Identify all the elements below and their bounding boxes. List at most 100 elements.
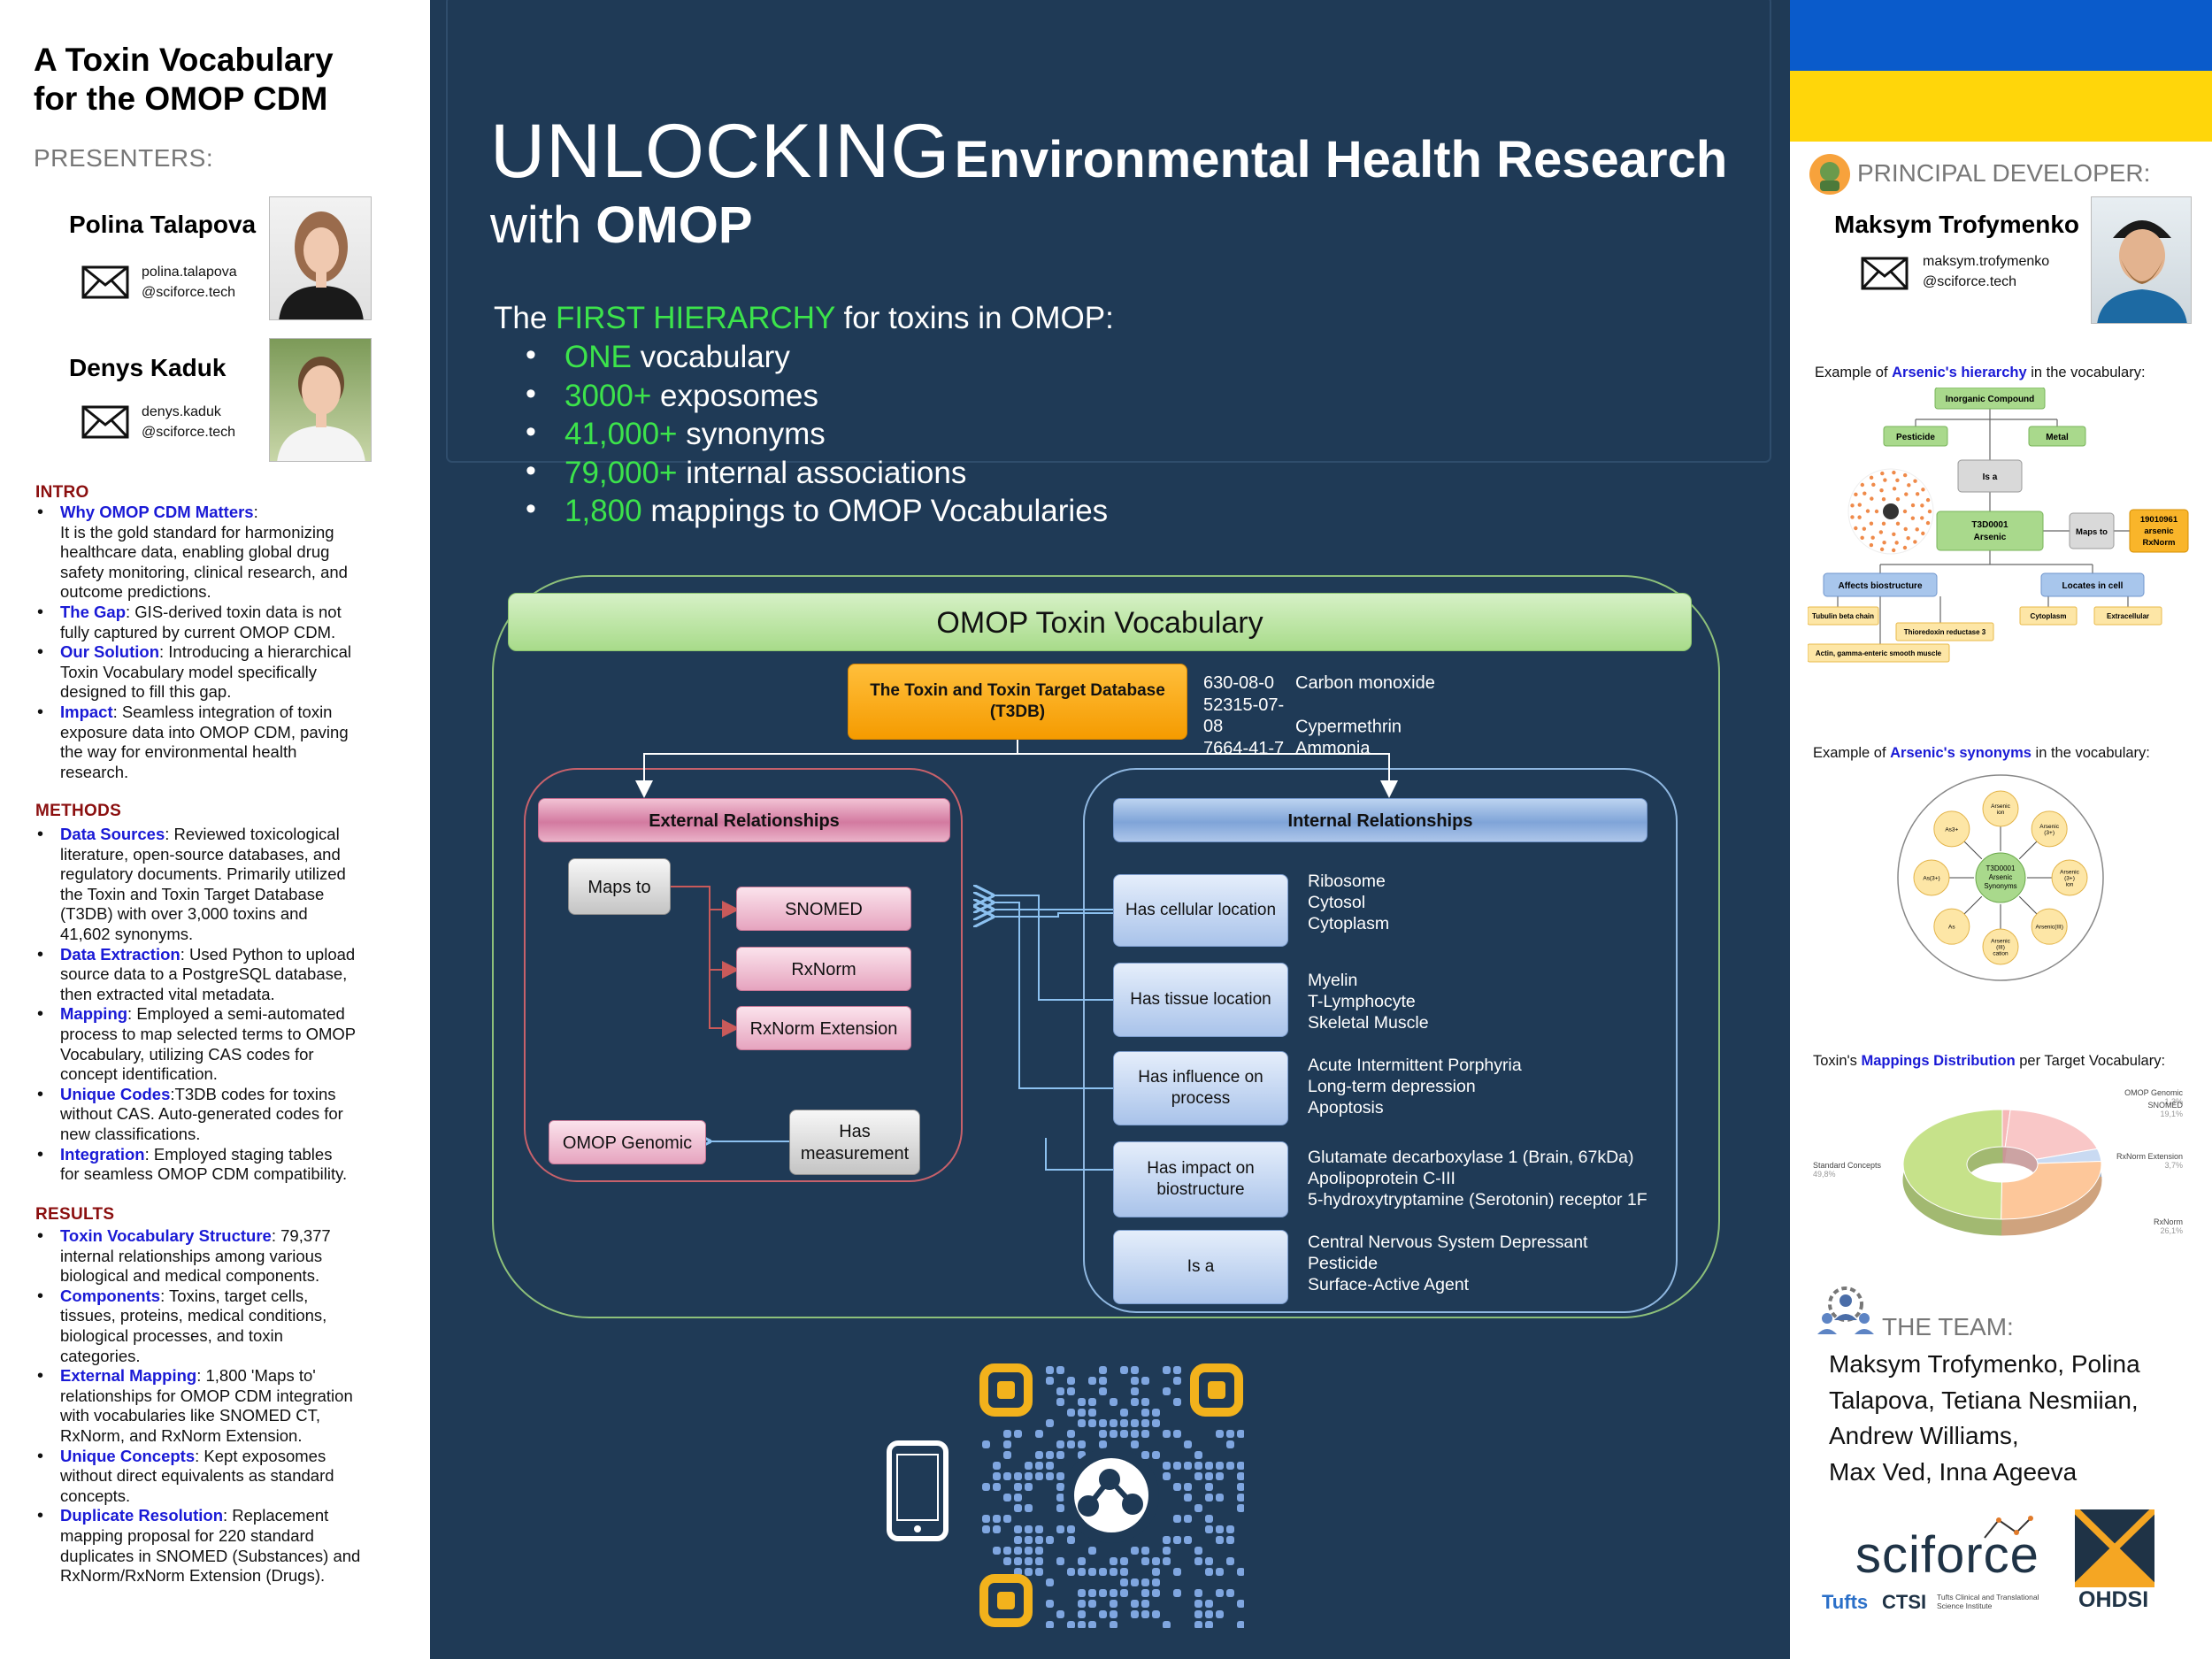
qr-module [1205, 1472, 1213, 1480]
atom-electron [1902, 472, 1908, 478]
qr-code[interactable] [979, 1363, 1244, 1628]
synonym-label: Arsenic [1991, 939, 2010, 945]
donut-slice [1902, 1109, 2003, 1220]
list-item-text: without direct equivalents as standard [60, 1466, 334, 1486]
qr-module [1141, 1547, 1149, 1555]
list-item: Components: Toxins, target cells,tissues… [35, 1286, 416, 1366]
qr-module [1014, 1568, 1022, 1576]
list-item-key: Impact [60, 702, 113, 721]
donut-slice [2001, 1160, 2102, 1220]
qr-module [1014, 1525, 1022, 1533]
atom-electron [1860, 482, 1865, 488]
omop-genomic-box: OMOP Genomic [549, 1120, 706, 1164]
qr-module [1014, 1483, 1022, 1491]
atom-electron [1865, 509, 1870, 513]
list-item-text: regulatory documents. Primarily utilized [60, 864, 346, 884]
qr-module [1194, 1600, 1202, 1608]
synonym-label: (3+) [2064, 876, 2075, 882]
qr-module [1003, 1557, 1011, 1565]
qr-module [1025, 1525, 1033, 1533]
qr-module [1120, 1578, 1128, 1586]
list-item-key: Our Solution [60, 642, 160, 662]
cas-number: 630-08-0 [1203, 673, 1275, 693]
qr-module [1078, 1440, 1086, 1448]
qr-module [1163, 1462, 1171, 1470]
qr-module [1131, 1430, 1139, 1438]
qr-module [1088, 1419, 1096, 1427]
headline: UNLOCKING Environmental Health Research … [490, 108, 1727, 255]
qr-module [1056, 1440, 1064, 1448]
list-item-text: the Toxin and Toxin Target Database [60, 884, 325, 903]
cas-number: 52315-07-08 [1203, 695, 1285, 737]
list-item-text: biological processes, and toxin [60, 1325, 283, 1345]
qr-module [1141, 1419, 1149, 1427]
qr-module [1141, 1398, 1149, 1406]
headline-omop: OMOP [595, 196, 753, 254]
hier-is-a: Is a [1983, 472, 1998, 482]
presenter-email: polina.talapova @sciforce.tech [142, 262, 237, 303]
list-item-text: RxNorm, and RxNorm Extension. [60, 1425, 303, 1445]
donut-value-label: 26,1% [2160, 1226, 2183, 1235]
qr-module [1088, 1409, 1096, 1417]
list-item-text: (T3DB) with over 3,000 toxins and [60, 904, 308, 924]
list-item-text: biological and medical components. [60, 1266, 320, 1286]
list-item-text: Used Python to upload [184, 944, 356, 964]
qr-module [1099, 1419, 1107, 1427]
list-item-text: Employed a semi-automated [132, 1004, 345, 1024]
atom-electron [1906, 535, 1910, 541]
atom-electron [1895, 478, 1900, 482]
hierarchy-intro-pre: The [494, 301, 548, 335]
qr-module [1078, 1568, 1086, 1576]
qr-module [1226, 1430, 1234, 1438]
qr-module [982, 1515, 990, 1523]
qr-module [1163, 1557, 1171, 1565]
atom-electron [1915, 527, 1919, 532]
atom-electron [1881, 496, 1886, 502]
qr-module [1205, 1525, 1213, 1533]
list-item-text: literature, open-source databases, and [60, 844, 341, 864]
list-item-text: safety monitoring, clinical research, an… [60, 562, 348, 581]
relationship-has-impact-on-biostructure: Has impact on biostructure [1113, 1141, 1288, 1217]
list-item-sep: : [253, 503, 258, 521]
atom-electron [1920, 503, 1924, 508]
atom-electron [1860, 535, 1864, 541]
example-item: Pesticide [1308, 1254, 1379, 1273]
qr-module [1014, 1504, 1022, 1512]
qr-module [1003, 1472, 1011, 1480]
developer-avatar-icon [1809, 154, 1850, 195]
qr-module [1131, 1377, 1139, 1385]
qr-module [1088, 1398, 1096, 1406]
list-item-text: fully captured by current OMOP CDM. [60, 622, 336, 641]
qr-module [1099, 1440, 1107, 1448]
atom-electron [1857, 515, 1862, 519]
stat-label: exposomes [651, 378, 819, 413]
qr-module [1163, 1430, 1171, 1438]
qr-module [1088, 1547, 1096, 1555]
qr-module [993, 1462, 1001, 1470]
qr-module [1099, 1430, 1107, 1438]
qr-module [1067, 1387, 1075, 1395]
qr-module [1173, 1515, 1181, 1523]
qr-module [1152, 1568, 1160, 1576]
qr-module [1025, 1462, 1033, 1470]
qr-module [1216, 1568, 1224, 1576]
qr-module [1205, 1600, 1213, 1608]
qr-module [1056, 1483, 1064, 1491]
qr-module [1237, 1430, 1244, 1438]
stat-label: internal associations [677, 455, 967, 490]
synonym-label: ion [2066, 882, 2074, 888]
toxin-name: Carbon monoxide [1295, 673, 1435, 693]
relationship-label: Has influence on [1138, 1068, 1263, 1087]
qr-module [1014, 1547, 1022, 1555]
presenter-email-user: polina.talapova [142, 265, 237, 280]
list-item-text: source data to a PostgreSQL database, [60, 964, 348, 984]
list-item-key: Mapping [60, 1004, 128, 1024]
qr-module [1035, 1536, 1043, 1544]
atom-electron [1891, 548, 1896, 553]
list-item-sep: : [159, 642, 165, 662]
synonym-connector [2018, 841, 2038, 860]
atom-electron [1927, 509, 1932, 514]
mapping-caption: Toxin's Mappings Distribution per Target… [1813, 1053, 2165, 1070]
list-item-text: concepts. [60, 1486, 131, 1505]
